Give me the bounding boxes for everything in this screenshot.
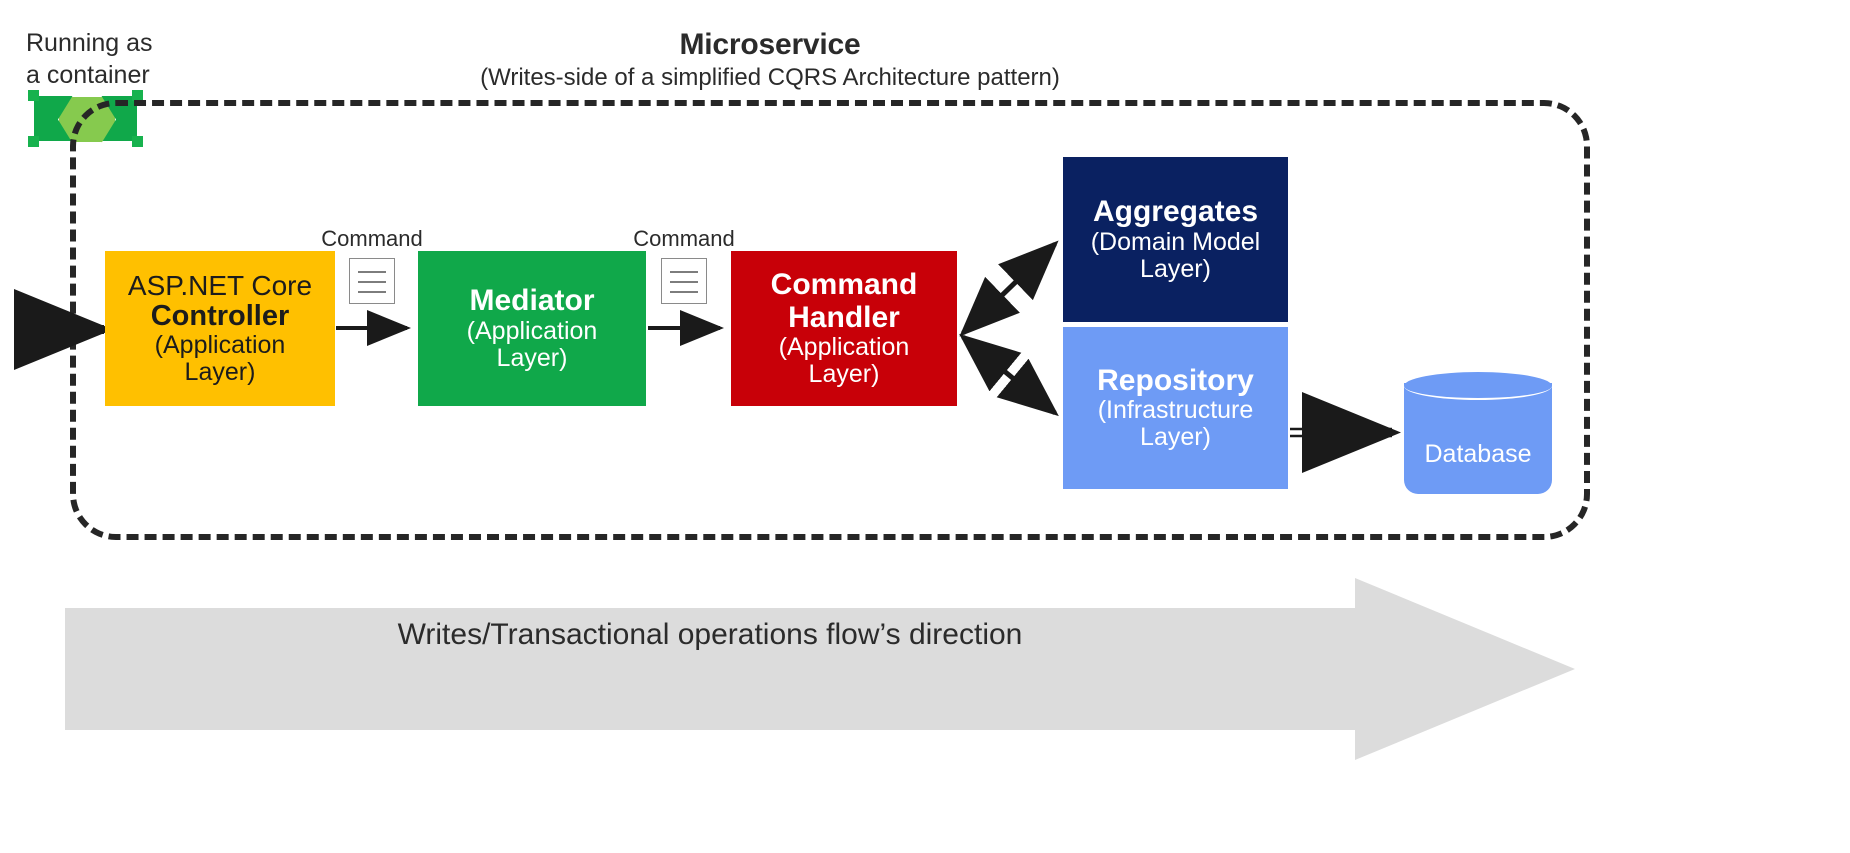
running-as-container-label: Running as a container: [26, 29, 153, 89]
database-cylinder-icon[interactable]: Database: [1404, 372, 1552, 494]
node-command-handler-title: Command Handler: [770, 268, 918, 334]
command-label-2: Command: [633, 226, 735, 251]
node-aggregates[interactable]: Aggregates (Domain Model Layer): [1063, 157, 1288, 322]
flow-direction-banner: [65, 578, 1575, 760]
node-mediator[interactable]: Mediator (Application Layer): [418, 251, 646, 406]
node-aggregates-sub: (Domain Model Layer): [1090, 227, 1261, 283]
flow-direction-label: Writes/Transactional operations flow’s d…: [397, 618, 1023, 651]
node-controller-title: Controller: [150, 299, 290, 332]
node-repository[interactable]: Repository (Infrastructure Layer): [1063, 327, 1288, 489]
node-controller-line1: ASP.NET Core: [127, 269, 313, 301]
node-controller-sub: (Application Layer): [154, 331, 286, 387]
node-aggregates-title: Aggregates: [1092, 195, 1259, 229]
database-label: Database: [1424, 440, 1532, 468]
command-label-1: Command: [321, 226, 423, 251]
command-document-icon: [349, 258, 395, 304]
command-document-icon: [661, 258, 707, 304]
microservice-title: Microservice: [679, 28, 861, 61]
microservice-subtitle: (Writes-side of a simplified CQRS Archit…: [480, 64, 1060, 91]
node-mediator-title: Mediator: [469, 284, 595, 318]
node-command-handler-sub: (Application Layer): [778, 332, 910, 388]
node-controller[interactable]: ASP.NET Core Controller (Application Lay…: [105, 251, 335, 406]
node-repository-title: Repository: [1097, 363, 1254, 397]
node-mediator-sub: (Application Layer): [466, 316, 598, 372]
node-command-handler[interactable]: Command Handler (Application Layer): [731, 251, 957, 406]
node-repository-sub: (Infrastructure Layer): [1097, 396, 1254, 452]
